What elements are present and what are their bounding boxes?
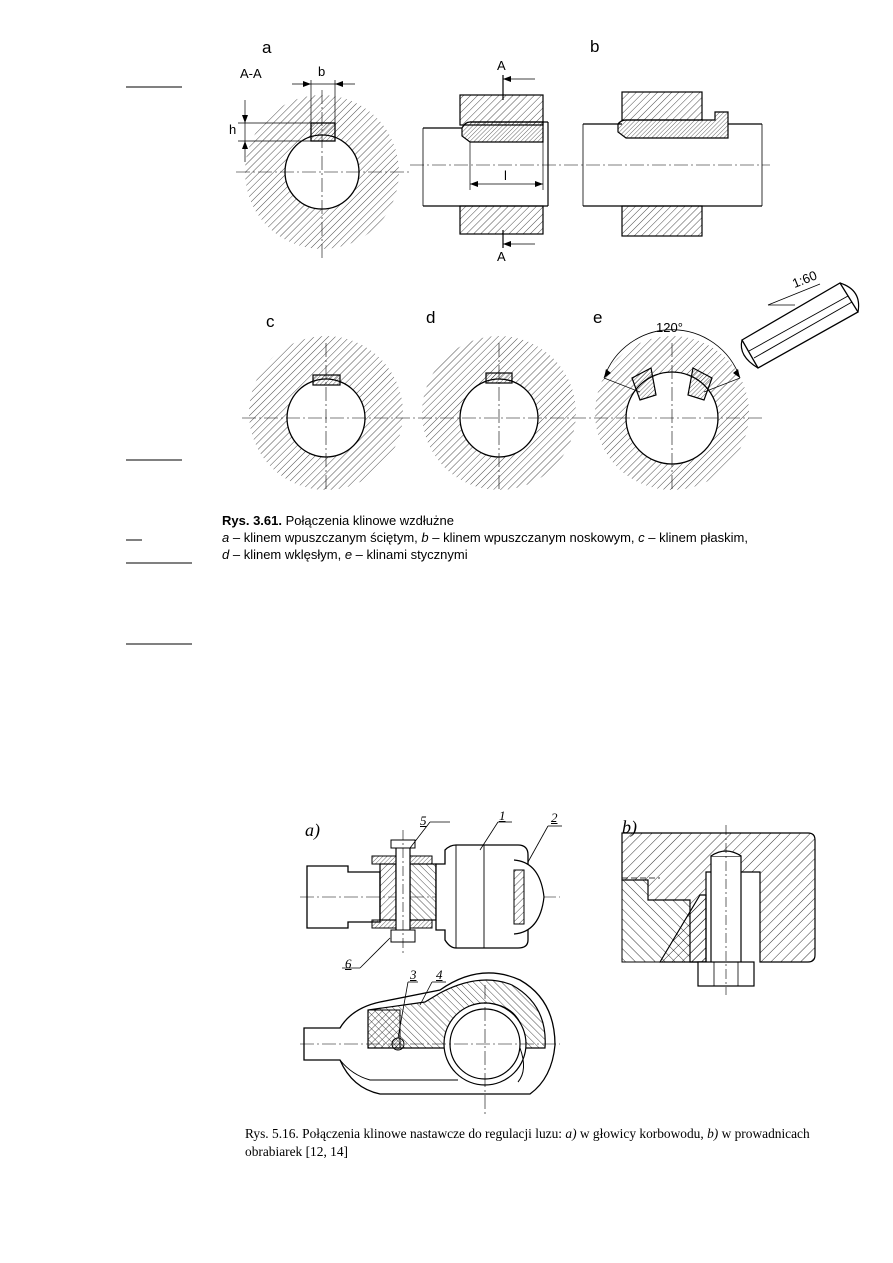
fig361-caption-title: Rys. 3.61. Połączenia klinowe wzdłużne xyxy=(222,513,454,528)
fig361-label-a: a xyxy=(262,38,272,57)
fig361-dim-l: l xyxy=(504,168,507,183)
fig516-caption: Rys. 5.16. Połączenia klinowe nastawcze … xyxy=(245,1126,810,1159)
fig516-part-4: 4 xyxy=(436,967,443,982)
fig361-label-c: c xyxy=(266,312,275,331)
fig516-part-1: 1 xyxy=(499,808,506,823)
fig361-label-e: e xyxy=(593,308,603,327)
fig516-part-5: 5 xyxy=(420,813,427,828)
fig516-a-rod-top xyxy=(300,821,562,969)
fig516-part-2: 2 xyxy=(551,810,558,825)
fig361-label-d: d xyxy=(426,308,436,327)
fig361-dim-b: b xyxy=(318,64,326,79)
margin-lines xyxy=(126,86,192,645)
fig361-b-gib-key xyxy=(582,91,763,237)
fig516-a-rod-section xyxy=(300,972,560,1115)
fig361-angle-label: 120° xyxy=(656,320,683,335)
fig361-section-bottom: A xyxy=(497,249,506,264)
fig361-caption: Rys. 3.61. Połączenia klinowe wzdłużne a… xyxy=(222,512,862,563)
fig361-label-b: b xyxy=(590,37,600,56)
fig361-taper-pin xyxy=(740,282,860,369)
fig516-part-6: 6 xyxy=(345,956,352,971)
fig516-label-b: b) xyxy=(622,817,637,837)
fig361-a-section xyxy=(236,80,410,258)
fig361-caption-line1: a – klinem wpuszczanym ściętym, b – klin… xyxy=(222,530,748,545)
fig361-dim-h: h xyxy=(229,122,237,137)
fig361-c-flat-key xyxy=(249,336,403,490)
fig516-label-a: a) xyxy=(305,820,320,840)
fig361-d-saddle-key xyxy=(422,336,576,490)
fig516-b-guide xyxy=(621,825,816,995)
fig361-section-label: A-A xyxy=(240,66,262,81)
fig361-caption-line2: d – klinem wklęsłym, e – klinami styczny… xyxy=(222,547,468,562)
fig361-e-tangential-keys xyxy=(595,329,749,490)
fig361-section-top: A xyxy=(497,58,506,73)
fig516-part-3: 3 xyxy=(410,967,417,982)
fig361-a-longitudinal xyxy=(410,75,770,248)
